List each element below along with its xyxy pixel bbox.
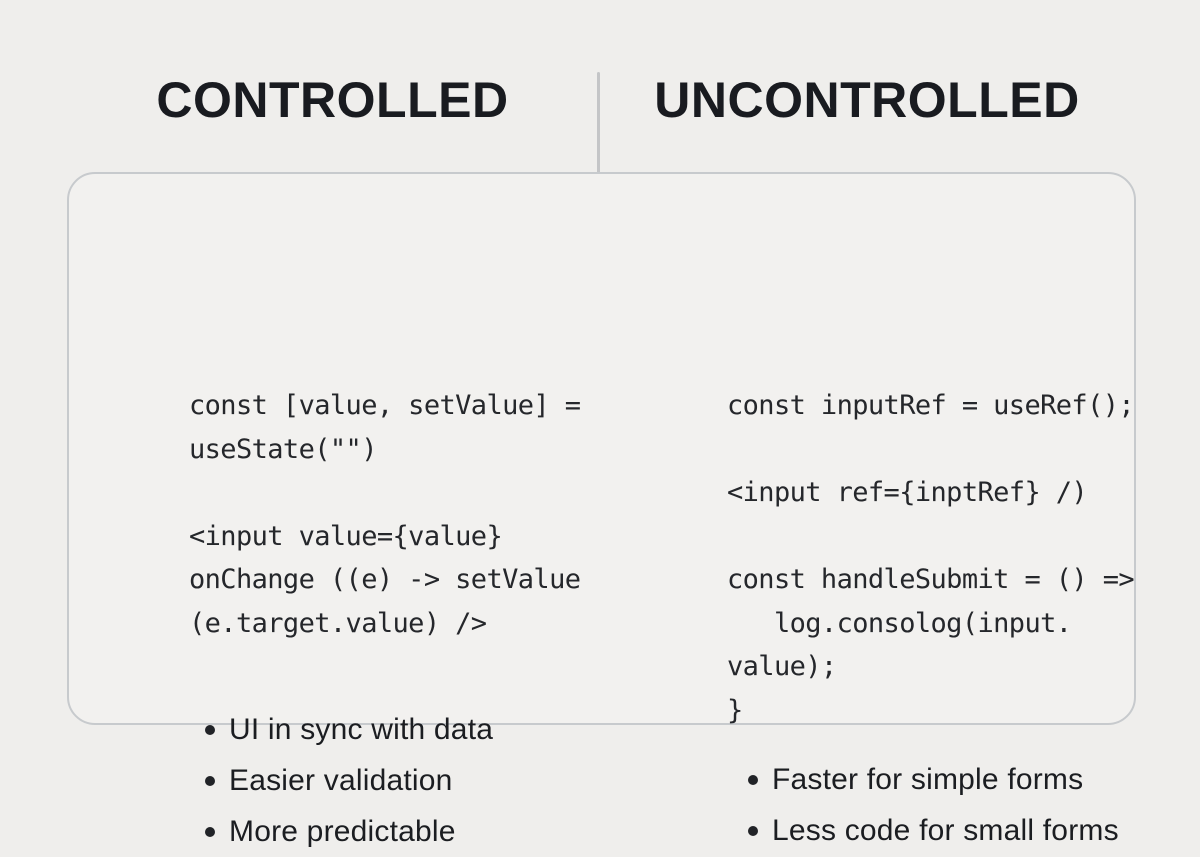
list-item: Easier validation bbox=[205, 755, 493, 806]
bullet-icon bbox=[205, 826, 215, 837]
column-title-uncontrolled: UNCONTROLLED bbox=[654, 72, 1080, 128]
controlled-code-snippet: const [value, setValue] = useState("") <… bbox=[189, 390, 581, 639]
content-card: const [value, setValue] = useState("") <… bbox=[67, 172, 1136, 848]
list-item: More predictable bbox=[205, 806, 493, 857]
bullet-icon bbox=[748, 825, 758, 836]
list-item: UI in sync with data bbox=[205, 704, 493, 755]
uncontrolled-code-snippet: const inputRef = useRef(); <input ref={i… bbox=[727, 390, 1135, 726]
list-item: Less code for small forms bbox=[748, 805, 1119, 856]
bullet-label: Easier validation bbox=[229, 763, 453, 797]
uncontrolled-benefits-list: Faster for simple forms Less code for sm… bbox=[748, 754, 1119, 856]
bullet-label: Less code for small forms bbox=[772, 813, 1119, 847]
bullet-label: More predictable bbox=[229, 814, 456, 848]
controlled-vs-uncontrolled-infographic: CONTROLLED UNCONTROLLED const [value, se… bbox=[67, 72, 1136, 848]
column-title-controlled: CONTROLLED bbox=[156, 72, 509, 128]
bullet-label: UI in sync with data bbox=[229, 712, 494, 746]
bullet-icon bbox=[748, 774, 758, 785]
list-item: Faster for simple forms bbox=[748, 754, 1119, 805]
bullet-label: Faster for simple forms bbox=[772, 762, 1084, 796]
bullet-icon bbox=[205, 724, 215, 735]
controlled-benefits-list: UI in sync with data Easier validation M… bbox=[205, 704, 493, 857]
bullet-icon bbox=[205, 775, 215, 786]
